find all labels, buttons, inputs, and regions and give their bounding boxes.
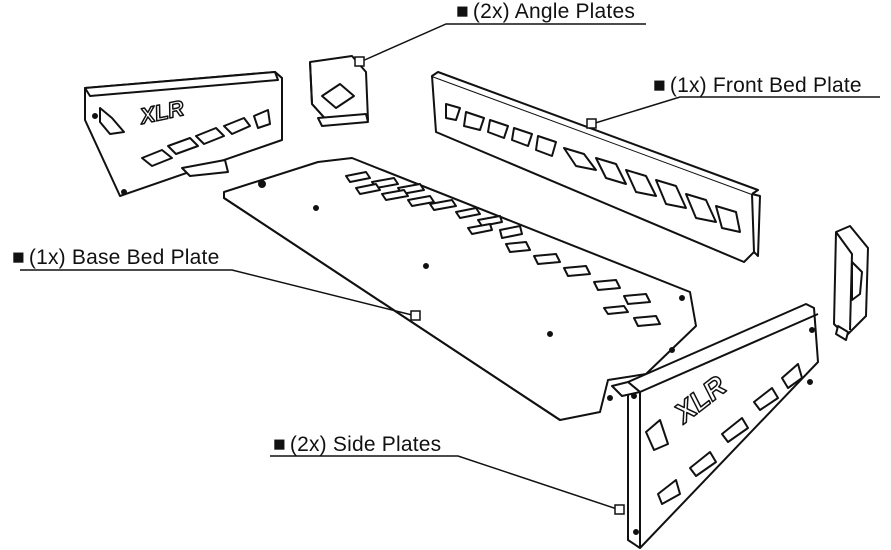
- callout-front-bed-plate: ■(1x) Front Bed Plate: [653, 74, 862, 98]
- base-bed-plate: [223, 157, 697, 421]
- leader-anchor-side-plates: [614, 504, 625, 515]
- angle-plate-right: [833, 225, 869, 341]
- leader-base-bed-plate: [20, 269, 417, 317]
- leader-side-plates: [270, 455, 621, 511]
- leader-front-bed-plate: [591, 96, 880, 125]
- callout-angle-plates: ■(2x) Angle Plates: [456, 0, 635, 24]
- callout-text: (2x) Angle Plates: [472, 0, 636, 23]
- leader-anchor-front-bed-plate: [586, 118, 597, 129]
- bullet-marker: ■: [12, 246, 25, 269]
- front-bed-plate: [431, 71, 761, 263]
- bullet-marker: ■: [273, 433, 286, 456]
- bullet-marker: ■: [456, 0, 469, 23]
- back-side-plate: XLR: [84, 71, 283, 197]
- leader-angle-plates: [359, 23, 646, 63]
- callout-text: (1x) Front Bed Plate: [669, 74, 862, 97]
- front-side-plate: XLR: [611, 303, 819, 549]
- bullet-marker: ■: [653, 74, 666, 97]
- callout-text: (1x) Base Bed Plate: [28, 246, 220, 269]
- callout-text: (2x) Side Plates: [289, 433, 442, 456]
- leader-anchor-angle-plates: [354, 56, 365, 67]
- angle-plate-top: [309, 55, 369, 127]
- callout-base-bed-plate: ■(1x) Base Bed Plate: [12, 246, 219, 270]
- callout-side-plates: ■(2x) Side Plates: [273, 433, 441, 457]
- leader-anchor-base-bed-plate: [410, 310, 421, 321]
